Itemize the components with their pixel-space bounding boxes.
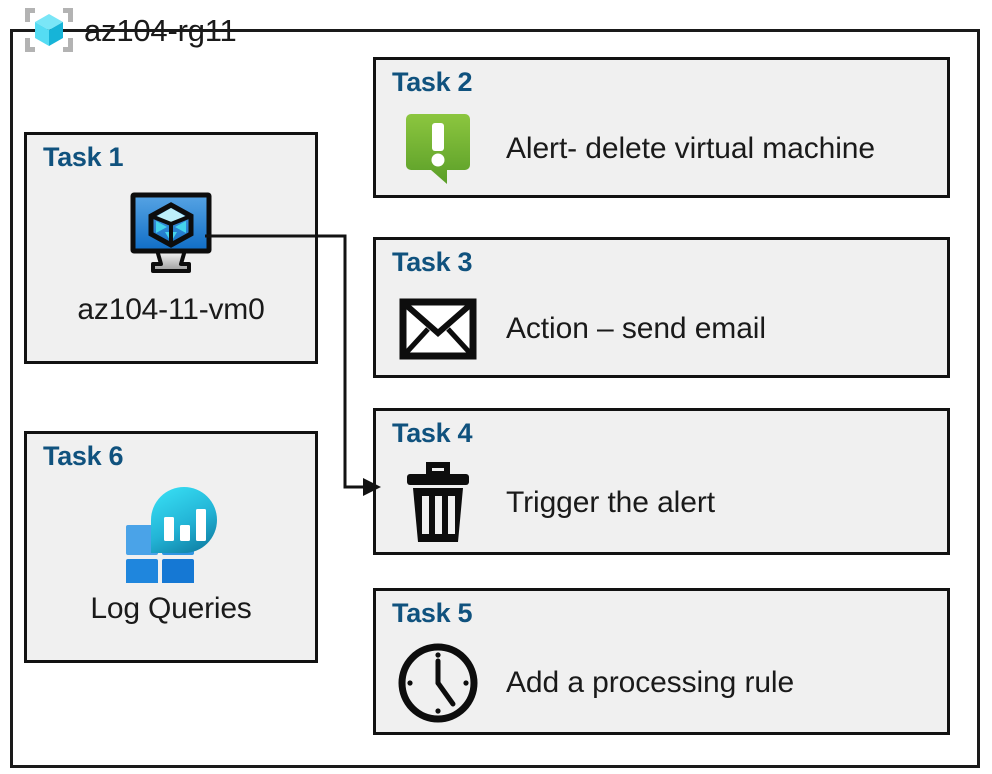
resource-group-cube-icon — [25, 8, 73, 52]
trash-can-icon — [407, 461, 469, 542]
resource-group-frame — [10, 29, 980, 768]
task-box-task1[interactable]: Task 1 — [24, 132, 318, 364]
task-body: Trigger the alert — [396, 453, 939, 552]
frame-header-gap — [37, 46, 293, 78]
task-body: Action – send email — [396, 282, 939, 375]
task-label: Action – send email — [506, 311, 766, 345]
task-icon-wrap — [116, 484, 226, 584]
task-box-task6[interactable]: Task 6 — [24, 431, 318, 663]
task-label: Trigger the alert — [506, 485, 715, 519]
clock-icon — [398, 643, 478, 722]
task-label: Log Queries — [90, 592, 252, 625]
task-icon-wrap — [396, 642, 480, 724]
task-icon-wrap — [396, 461, 480, 544]
alert-exclamation-bubble-icon — [406, 113, 470, 184]
task-box-task3[interactable]: Task 3 Action – send email — [373, 237, 950, 378]
envelope-icon — [399, 298, 477, 359]
log-analytics-icon — [126, 487, 217, 583]
task-label: az104-11-vm0 — [77, 293, 265, 326]
task-icon-wrap — [396, 111, 480, 187]
task-body: az104-11-vm0 — [27, 179, 315, 361]
task-icon-wrap — [123, 185, 219, 285]
resource-group-name: az104-rg11 — [84, 12, 237, 48]
task-body: Log Queries — [27, 478, 315, 660]
task-heading: Task 1 — [43, 142, 124, 172]
task-body: Alert- delete virtual machine — [396, 102, 939, 195]
task-heading: Task 5 — [392, 598, 473, 628]
task-heading: Task 2 — [392, 67, 473, 97]
task-heading: Task 6 — [43, 441, 124, 471]
resource-group-header: az104-rg11 — [24, 5, 237, 55]
task-body: Add a processing rule — [396, 633, 939, 732]
virtual-machine-icon — [130, 192, 212, 273]
task-heading: Task 4 — [392, 418, 473, 448]
task-box-task2[interactable]: Task 2 Alert- delete virtual machine — [373, 57, 950, 198]
task-box-task4[interactable]: Task 4 Trigger the alert — [373, 408, 950, 555]
task-heading: Task 3 — [392, 247, 473, 277]
task-label: Add a processing rule — [506, 665, 795, 699]
task-box-task5[interactable]: Task 5 Add a processing rule — [373, 588, 950, 735]
task-label: Alert- delete virtual machine — [506, 131, 875, 165]
task-icon-wrap — [396, 298, 480, 360]
